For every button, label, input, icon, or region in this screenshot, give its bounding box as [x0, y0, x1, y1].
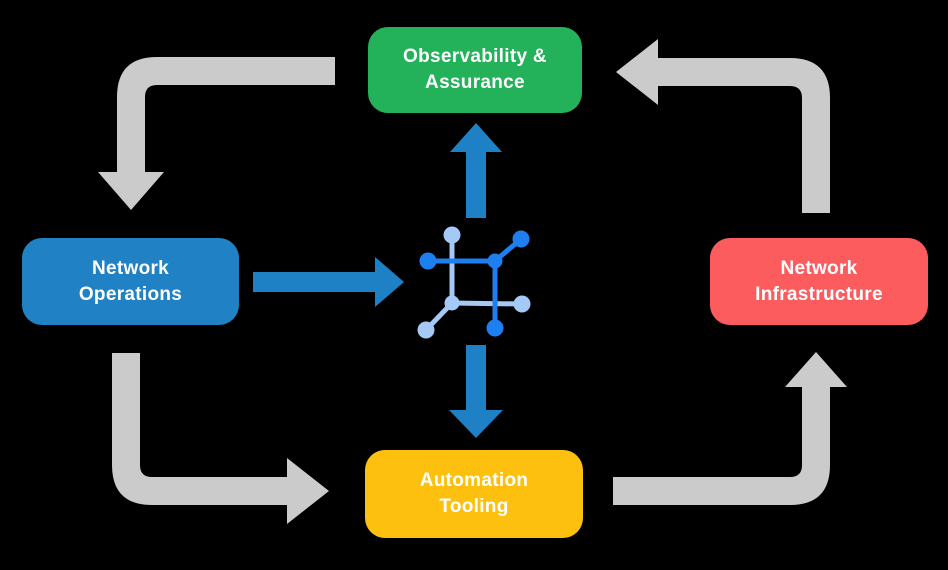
network-fabric-icon-light-nodes: [417, 226, 531, 339]
node-network-operations-label: Network Operations: [78, 257, 183, 305]
cycle-arrow-automation-to-infrastructure: [613, 352, 847, 505]
node-network-infrastructure-label: Network Infrastructure: [755, 257, 883, 305]
flow-arrow-center-to-observability: [450, 123, 502, 218]
node-observability-assurance: Observability & Assurance: [368, 27, 582, 113]
node-automation-tooling: Automation Tooling: [365, 450, 583, 538]
node-automation-tooling-label: Automation Tooling: [419, 470, 529, 517]
cycle-arrow-observability-to-operations: [98, 57, 335, 210]
flow-arrow-center-to-automation: [449, 345, 503, 438]
cycle-arrow-infrastructure-to-observability: [616, 39, 830, 213]
cycle-arrow-operations-to-automation: [112, 353, 329, 524]
flow-arrow-operations-to-center: [253, 257, 404, 307]
node-observability-assurance-label: Observability & Assurance: [403, 46, 547, 93]
network-fabric-icon-dark-nodes: [419, 230, 530, 337]
node-network-operations: Network Operations: [22, 238, 239, 325]
node-network-infrastructure: Network Infrastructure: [710, 238, 928, 325]
network-fabric-icon: [417, 226, 531, 339]
